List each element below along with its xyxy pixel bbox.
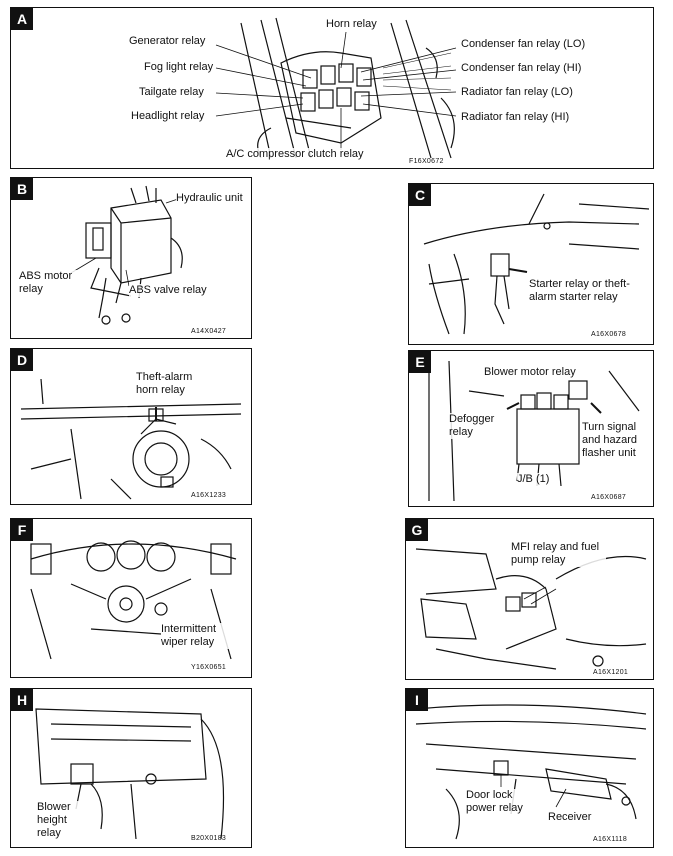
abs-valve-relay-label: ABS valve relay [129,284,207,297]
mfi-fuel-pump-relay-label: MFI relay and fuel pump relay [511,541,606,567]
panel-a-letter: A [11,8,33,30]
receiver-label: Receiver [548,811,592,824]
theft-alarm-horn-relay-label: Theft-alarm horn relay [136,371,216,397]
panel-f: F Intermittent wiper relay Y16X0651 [10,518,252,678]
turn-signal-flasher-label: Turn signal and hazard flasher unit [582,421,650,460]
panel-i-code: A16X1118 [593,836,628,843]
panel-i-letter: I [406,689,428,711]
headlight-relay-label: Headlight relay [131,110,205,123]
panel-d-letter: D [11,349,33,371]
panel-a: A Generator rel [10,7,654,169]
door-lock-power-relay-label: Door lock power relay [466,789,526,815]
starter-relay-illustration [423,193,650,335]
panel-e: E Blower motor relay Defogger relay Turn… [408,350,654,507]
radiator-fan-lo-label: Radiator fan relay (LO) [461,86,573,99]
panel-g-code: A16X1201 [593,669,629,676]
horn-relay-label: Horn relay [326,18,377,31]
theft-alarm-horn-illustration [20,378,242,500]
starter-relay-label: Starter relay or theft-alarm starter rel… [529,278,644,304]
panel-a-code: F16X0672 [409,158,444,165]
blower-height-relay-label: Blower height relay [37,801,79,840]
intermittent-wiper-relay-label: Intermittent wiper relay [161,623,243,649]
panel-b-letter: B [11,178,33,200]
panel-e-code: A16X0687 [591,494,627,501]
panel-d-code: A16X1233 [191,492,227,499]
junction-block-label: J/B (1) [517,473,550,486]
fog-light-relay-label: Fog light relay [144,61,214,74]
panel-b: B Hydraulic unit ABS motor relay ABS val… [10,177,252,339]
panel-d: D Theft-alarm horn relay A16X1233 [10,348,252,505]
hydraulic-unit-label: Hydraulic unit [176,192,243,205]
panel-i: I Door lock power relay Receiver A16X111… [405,688,654,848]
panel-f-letter: F [11,519,33,541]
panel-c-letter: C [409,184,431,206]
panel-b-code: A14X0427 [191,328,227,335]
panel-h-code: B20X0183 [191,835,227,842]
condenser-fan-lo-label: Condenser fan relay (LO) [461,38,586,51]
generator-relay-label: Generator relay [129,35,206,48]
panel-g: G MFI relay and fuel pump relay A16X1201 [405,518,654,680]
panel-c-code: A16X0678 [591,331,627,338]
blower-motor-relay-label: Blower motor relay [484,366,576,379]
ac-compressor-relay-label: A/C compressor clutch relay [226,148,364,161]
defogger-relay-label: Defogger relay [449,413,499,439]
panel-h-letter: H [11,689,33,711]
panel-e-letter: E [409,351,431,373]
engine-relay-box-illustration [215,17,457,159]
panel-c: C Starter relay or theft-alarm starter r… [408,183,654,345]
panel-f-code: Y16X0651 [191,664,227,671]
tailgate-relay-label: Tailgate relay [139,86,204,99]
junction-block-illustration [428,360,640,502]
condenser-fan-hi-label: Condenser fan relay (HI) [461,62,582,75]
abs-motor-relay-label: ABS motor relay [19,270,79,296]
dashboard-wiper-relay-illustration [30,540,237,660]
door-lock-receiver-illustration [415,704,647,840]
blower-height-relay-illustration [35,708,225,840]
radiator-fan-hi-label: Radiator fan relay (HI) [461,111,570,124]
panel-h: H Blower height relay B20X0183 [10,688,252,848]
panel-g-letter: G [406,519,428,541]
